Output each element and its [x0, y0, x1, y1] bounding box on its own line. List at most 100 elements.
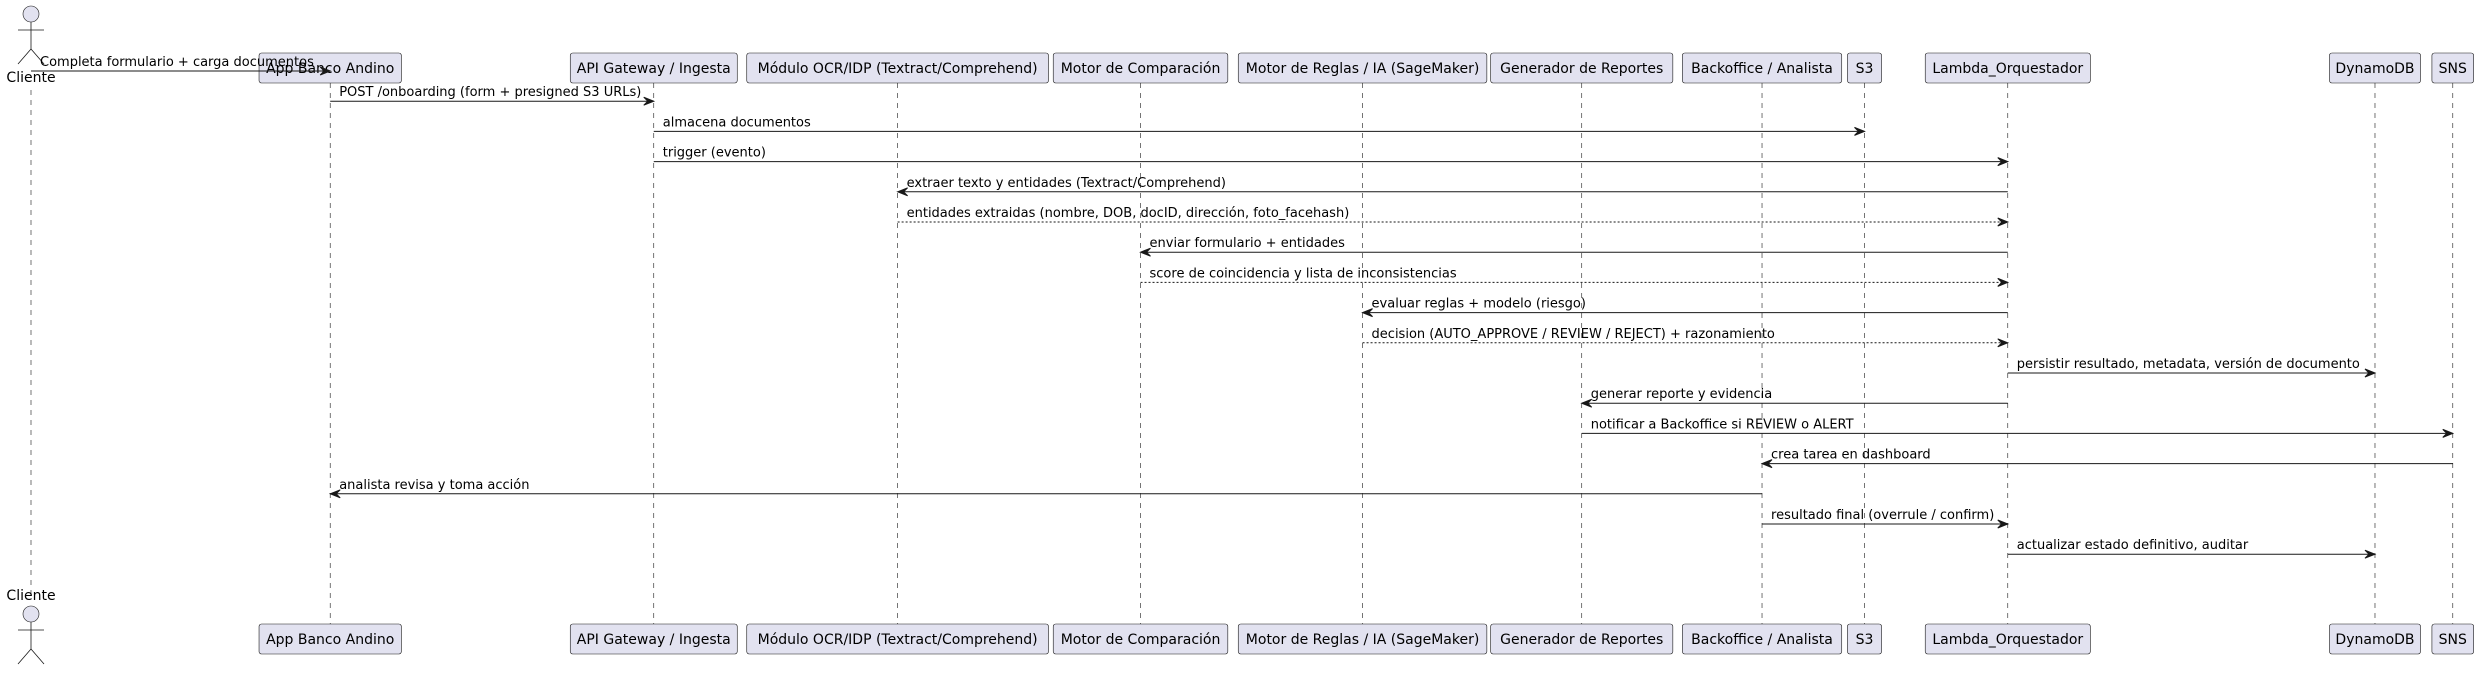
participant-box	[569, 52, 738, 84]
arrowhead-icon	[1760, 459, 1773, 469]
arrowhead-icon	[896, 187, 908, 197]
arrowhead-icon	[328, 489, 341, 499]
participant-2-top: API Gateway / Ingesta	[569, 52, 738, 84]
participant-box	[1237, 52, 1488, 84]
participant-box	[1847, 623, 1882, 655]
participant-1-top: App Banco Andino	[258, 52, 402, 84]
message-0: Completa formulario + carga documentos	[31, 55, 332, 76]
message-label: crea tarea en dashboard	[1771, 448, 1931, 463]
participant-11-top: SNS	[2431, 52, 2474, 84]
message-label: decision (AUTO_APPROVE / REVIEW / REJECT…	[1372, 327, 1775, 342]
participant-label: Cliente	[6, 70, 55, 86]
participant-1-bottom: App Banco Andino	[258, 623, 402, 655]
arrowhead-icon	[1139, 247, 1151, 257]
participant-label: S3	[1856, 61, 1874, 77]
message-6: enviar formulario + entidades	[1139, 236, 2008, 257]
participant-label: Generador de Reportes	[1500, 61, 1663, 77]
participant-label: Módulo OCR/IDP (Textract/Comprehend)	[758, 632, 1038, 648]
participant-label: Backoffice / Analista	[1691, 61, 1833, 77]
message-label: POST /onboarding (form + presigned S3 UR…	[339, 85, 641, 100]
participant-box	[258, 52, 402, 84]
arrowhead-icon	[1997, 277, 2010, 287]
participant-box	[1682, 52, 1843, 84]
message-label: notificar a Backoffice si REVIEW o ALERT	[1591, 417, 1854, 432]
participant-label: DynamoDB	[2335, 61, 2414, 77]
participant-label: App Banco Andino	[266, 632, 394, 648]
actor-leg-right	[30, 48, 45, 65]
message-label: actualizar estado definitivo, auditar	[2017, 538, 2249, 553]
arrowhead-icon	[1997, 338, 2010, 348]
participant-box	[1052, 623, 1229, 655]
message-5: entidades extraidas (nombre, DOB, docID,…	[897, 206, 2010, 227]
participant-box	[258, 623, 402, 655]
participant-label: API Gateway / Ingesta	[577, 632, 731, 648]
participant-label: Motor de Reglas / IA (SageMaker)	[1246, 61, 1480, 77]
arrowhead-icon	[1580, 398, 1593, 408]
arrowhead-icon	[1854, 126, 1866, 136]
message-4: extraer texto y entidades (Textract/Comp…	[896, 176, 2008, 197]
arrowhead-icon	[319, 66, 332, 76]
participant-10-top: DynamoDB	[2329, 52, 2421, 84]
participant-box	[1052, 52, 1229, 84]
participant-box	[746, 623, 1049, 655]
participant-6-bottom: Generador de Reportes	[1490, 623, 1674, 655]
participant-9-bottom: Lambda_Orquestador	[1924, 623, 2091, 655]
message-8: evaluar reglas + modelo (riesgo)	[1361, 297, 2008, 318]
message-2: almacena documentos	[653, 115, 1866, 136]
message-label: trigger (evento)	[663, 146, 766, 161]
participant-box	[2329, 52, 2421, 84]
participant-box	[2329, 623, 2421, 655]
participant-7-bottom: Backoffice / Analista	[1682, 623, 1843, 655]
message-label: resultado final (overrule / confirm)	[1771, 508, 1994, 523]
participant-box	[1682, 623, 1843, 655]
lifelines-layer	[30, 83, 2454, 624]
participant-11-bottom: SNS	[2431, 623, 2474, 655]
participant-label: Motor de Comparación	[1061, 632, 1221, 648]
participant-8-top: S3	[1847, 52, 1882, 84]
participant-label: S3	[1856, 632, 1874, 648]
participant-7-top: Backoffice / Analista	[1682, 52, 1843, 84]
messages-layer: Completa formulario + carga documentosPO…	[31, 55, 2455, 559]
participant-0-bottom: Cliente	[6, 588, 56, 665]
actor-leg-left	[17, 48, 32, 65]
message-label: generar reporte y evidencia	[1591, 387, 1772, 402]
actor-head-icon	[22, 5, 40, 23]
participant-3-bottom: Módulo OCR/IDP (Textract/Comprehend)	[746, 623, 1049, 655]
message-15: resultado final (overrule / confirm)	[1762, 508, 2010, 529]
participant-box	[1237, 623, 1488, 655]
message-12: notificar a Backoffice si REVIEW o ALERT	[1581, 417, 2455, 438]
participant-box	[1490, 52, 1674, 84]
participant-3-top: Módulo OCR/IDP (Textract/Comprehend)	[746, 52, 1049, 84]
participant-label: Lambda_Orquestador	[1932, 632, 2083, 648]
message-label: Completa formulario + carga documentos	[40, 55, 314, 70]
message-label: evaluar reglas + modelo (riesgo)	[1372, 297, 1586, 312]
message-16: actualizar estado definitivo, auditar	[2007, 538, 2377, 559]
participant-label: App Banco Andino	[266, 61, 394, 77]
message-3: trigger (evento)	[653, 146, 2010, 167]
participant-box	[1924, 623, 2091, 655]
message-11: generar reporte y evidencia	[1580, 387, 2008, 408]
participant-2-bottom: API Gateway / Ingesta	[569, 623, 738, 655]
participant-8-bottom: S3	[1847, 623, 1882, 655]
arrowhead-icon	[643, 96, 656, 106]
message-9: decision (AUTO_APPROVE / REVIEW / REJECT…	[1362, 327, 2010, 348]
message-label: persistir resultado, metadata, versión d…	[2017, 357, 2360, 372]
participant-label: Motor de Reglas / IA (SageMaker)	[1246, 632, 1480, 648]
participant-label: Generador de Reportes	[1500, 632, 1663, 648]
arrowhead-icon	[1997, 217, 2010, 227]
participant-label: Módulo OCR/IDP (Textract/Comprehend)	[758, 61, 1038, 77]
arrowhead-icon	[2364, 549, 2377, 559]
arrowhead-icon	[1997, 519, 2010, 529]
arrowhead-icon	[1361, 308, 1373, 318]
participant-label: API Gateway / Ingesta	[577, 61, 731, 77]
participant-label: DynamoDB	[2335, 632, 2414, 648]
participant-label: Lambda_Orquestador	[1932, 61, 2083, 77]
participant-4-top: Motor de Comparación	[1052, 52, 1229, 84]
message-1: POST /onboarding (form + presigned S3 UR…	[330, 85, 656, 106]
participant-0-top: Cliente	[6, 5, 56, 86]
participant-10-bottom: DynamoDB	[2329, 623, 2421, 655]
participant-9-top: Lambda_Orquestador	[1924, 52, 2091, 84]
participant-4-bottom: Motor de Comparación	[1052, 623, 1229, 655]
message-10: persistir resultado, metadata, versión d…	[2007, 357, 2377, 378]
